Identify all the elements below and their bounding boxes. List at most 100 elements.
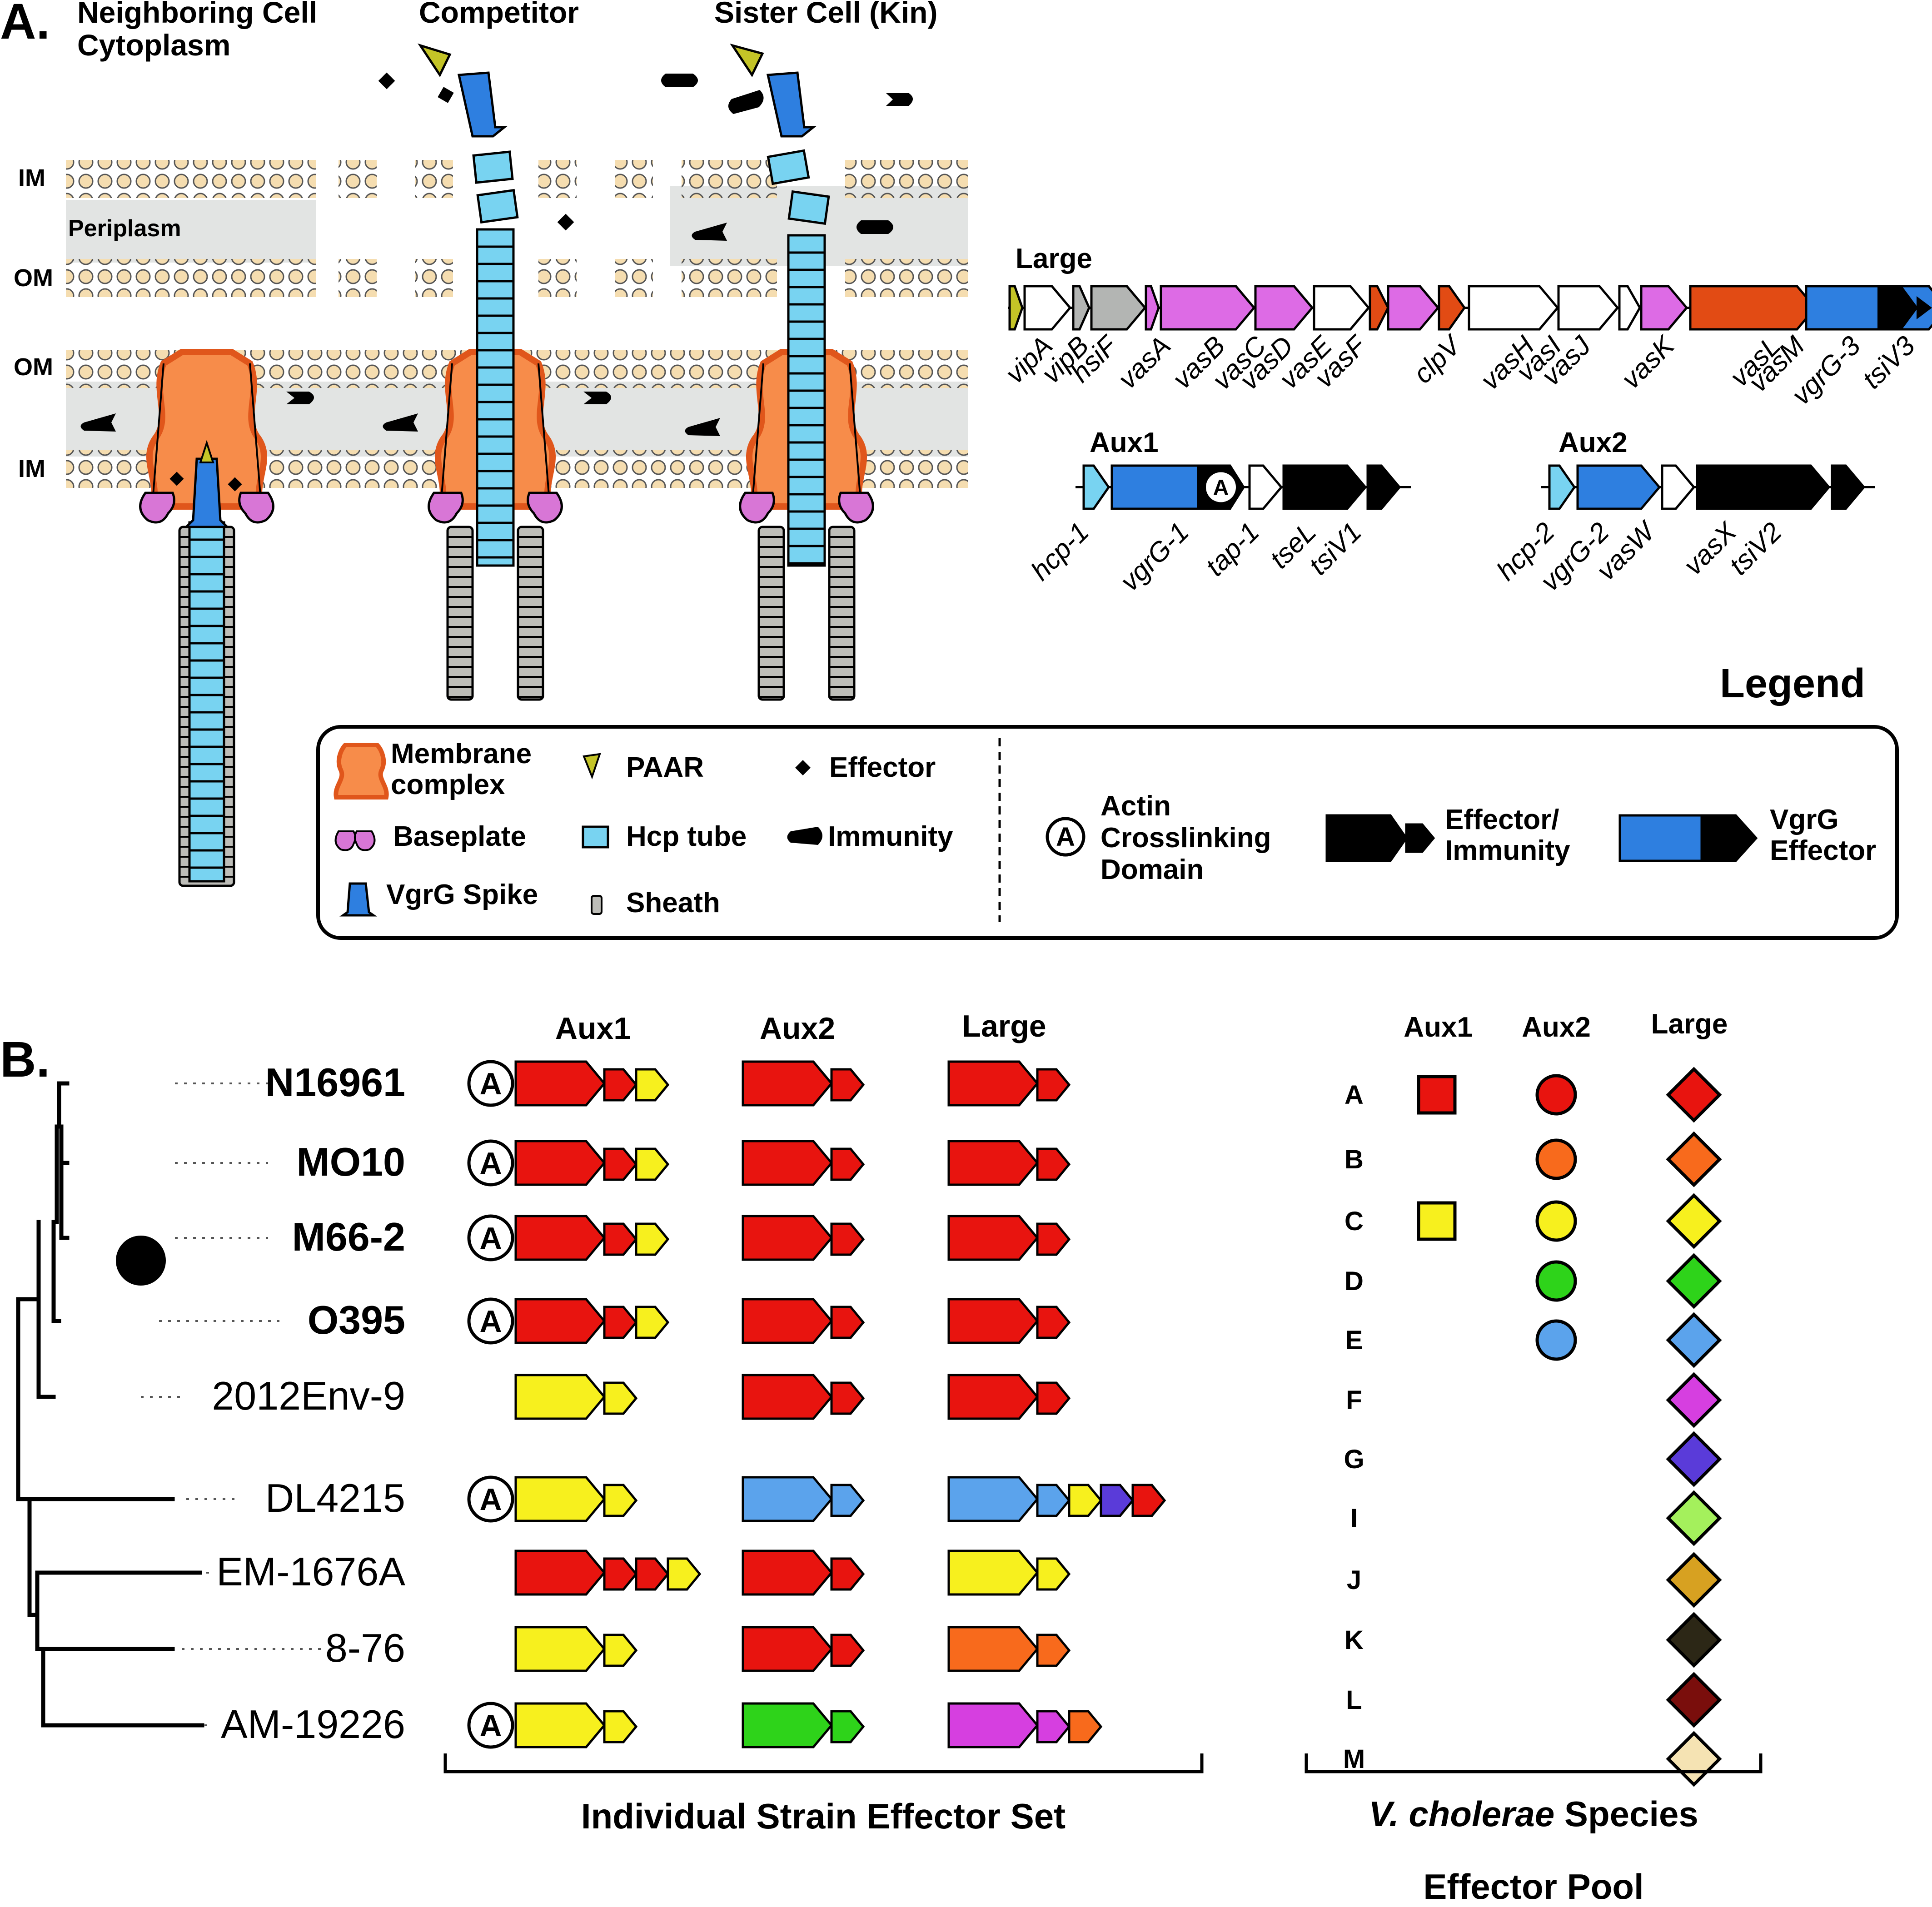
immunity-gene — [1036, 1068, 1071, 1102]
aux1-cluster-actin-icon — [1206, 472, 1236, 502]
pool-letter: M — [1343, 1744, 1365, 1774]
vgrg3-gene — [1805, 285, 1882, 331]
actin-letter: A — [479, 1708, 502, 1743]
actin-letter: A — [479, 1067, 502, 1101]
aux1-cluster-vgrg-body — [1110, 464, 1200, 510]
pool-row: D — [1344, 1253, 1722, 1309]
aux1-cluster-gene — [1082, 464, 1110, 510]
large-gene — [1313, 285, 1370, 331]
legend-ei-line2: Immunity — [1445, 835, 1570, 866]
immunity-gene — [635, 1306, 670, 1339]
pool-aux2-circle — [1535, 1200, 1577, 1242]
col-header-aux2: Aux2 — [760, 1011, 835, 1046]
top-im-lipid-4 — [538, 160, 577, 198]
immunity-gene — [1036, 1147, 1071, 1181]
immunity-gene — [635, 1147, 670, 1181]
pool-row: C — [1344, 1193, 1722, 1249]
effector-gene — [514, 1215, 606, 1261]
legend-sheath-icon — [591, 895, 603, 915]
species-italic: V. cholerae — [1369, 1794, 1554, 1834]
large-gene — [1387, 285, 1440, 331]
t6ss-fired-sister-baseplate-left-icon — [739, 492, 775, 524]
effector-gene — [947, 1215, 1039, 1261]
effector-gene — [742, 1549, 833, 1596]
legend-actin: Actin Crosslinking Domain — [1100, 790, 1279, 885]
large-gene — [1160, 285, 1256, 331]
t6ss-fired-sister-sheath-left-body — [757, 526, 785, 701]
legend-membrane-complex: Membrane complex — [391, 738, 539, 800]
im-label-top: IM — [18, 164, 45, 192]
pool-large-diamond — [1666, 1552, 1722, 1608]
effector-gene — [742, 1476, 833, 1522]
actin-icon — [467, 1702, 514, 1749]
t6ss-fired-sister-hcp-tube-body — [787, 234, 826, 567]
panel-a: A. Neighboring Cell Cytoplasm Competitor… — [0, 0, 1932, 940]
top-membranes — [66, 160, 968, 297]
strain-name: O395 — [308, 1297, 405, 1342]
tsiv3-gene — [1917, 296, 1932, 319]
immunity-gene — [1036, 1306, 1071, 1339]
pool-large-diamond — [1666, 1372, 1722, 1428]
pool-aux2-circle — [1535, 1260, 1577, 1302]
immunity-icon — [286, 392, 314, 404]
competitor-label: Competitor — [419, 0, 579, 29]
t6ss-fired-sister-sheath-left — [757, 526, 785, 701]
actin-letter: A — [479, 1221, 502, 1256]
vgrg-sister — [766, 71, 817, 138]
t6ss-fired-competitor-sheath-right — [517, 526, 544, 701]
immunity-gene — [603, 1222, 638, 1256]
pool-large-diamond — [1666, 1490, 1722, 1546]
legend-actin-line1: Actin — [1100, 790, 1171, 822]
large-gene-label: tsiV3 — [1856, 330, 1921, 395]
pool-letter: L — [1346, 1685, 1362, 1715]
hcp-loose-1 — [472, 150, 514, 184]
legend-vgrg-effector: VgrG Effector — [1770, 804, 1876, 866]
t6ss-loaded-paar-icon — [199, 440, 214, 463]
large-gene — [1438, 285, 1466, 331]
pool-row: B — [1344, 1131, 1722, 1187]
aux1-cluster-label: tap-1 — [1200, 516, 1265, 582]
aux1-cluster-actin-letter: A — [1213, 476, 1229, 500]
species-pool-bracket — [1305, 1753, 1763, 1773]
large-gene — [1008, 285, 1024, 331]
strain-name: DL4215 — [265, 1475, 405, 1520]
t6ss-fired-competitor-baseplate-left-icon — [428, 492, 464, 524]
aux1-cluster-gene — [1248, 464, 1283, 510]
pool-row: A — [1344, 1067, 1722, 1123]
aux1-cluster-label: hcp-1 — [1025, 516, 1095, 586]
large-gene — [1468, 285, 1559, 331]
strain-name: AM-19226 — [221, 1702, 405, 1747]
hcp-loose-3 — [767, 149, 810, 185]
aux1-cluster-label: vgrG-1 — [1114, 516, 1195, 597]
immunity-gene — [830, 1222, 865, 1256]
tree-stem-4 — [36, 1220, 56, 1399]
t6ss-fired-sister-hcp-tube — [787, 234, 826, 567]
legend-vgrg-body-icon — [1618, 814, 1703, 862]
col-header-aux1: Aux1 — [555, 1011, 631, 1046]
neighbor-cytoplasm-label: Neighboring Cell Cytoplasm — [77, 0, 325, 62]
immunity-icon — [728, 90, 764, 114]
large-cluster-title: Large — [1016, 243, 1092, 274]
effector-gene — [947, 1549, 1039, 1596]
legend-actin-line2: Crosslinking — [1100, 822, 1271, 854]
immunity-gene — [1036, 1484, 1071, 1517]
legend-box — [316, 725, 1899, 940]
t6ss-fired-competitor-sheath-right-body — [517, 526, 544, 701]
pool-aux2-circle — [1535, 1074, 1577, 1116]
top-im-lipid-1 — [66, 160, 316, 198]
pool-letter: C — [1344, 1207, 1364, 1236]
aux1-cluster-title: Aux1 — [1090, 427, 1159, 458]
hcp-loose-4 — [787, 190, 830, 225]
immunity-gene — [603, 1710, 638, 1743]
effector-icon — [438, 87, 454, 103]
legend-ve-line1: VgrG — [1770, 804, 1839, 835]
aux2-cluster-label: vasX — [1678, 516, 1743, 581]
vgrg-competitor — [457, 71, 508, 138]
immunity-gene — [830, 1710, 865, 1743]
immunity-icon — [383, 413, 418, 432]
pool-large-diamond — [1666, 1193, 1722, 1249]
